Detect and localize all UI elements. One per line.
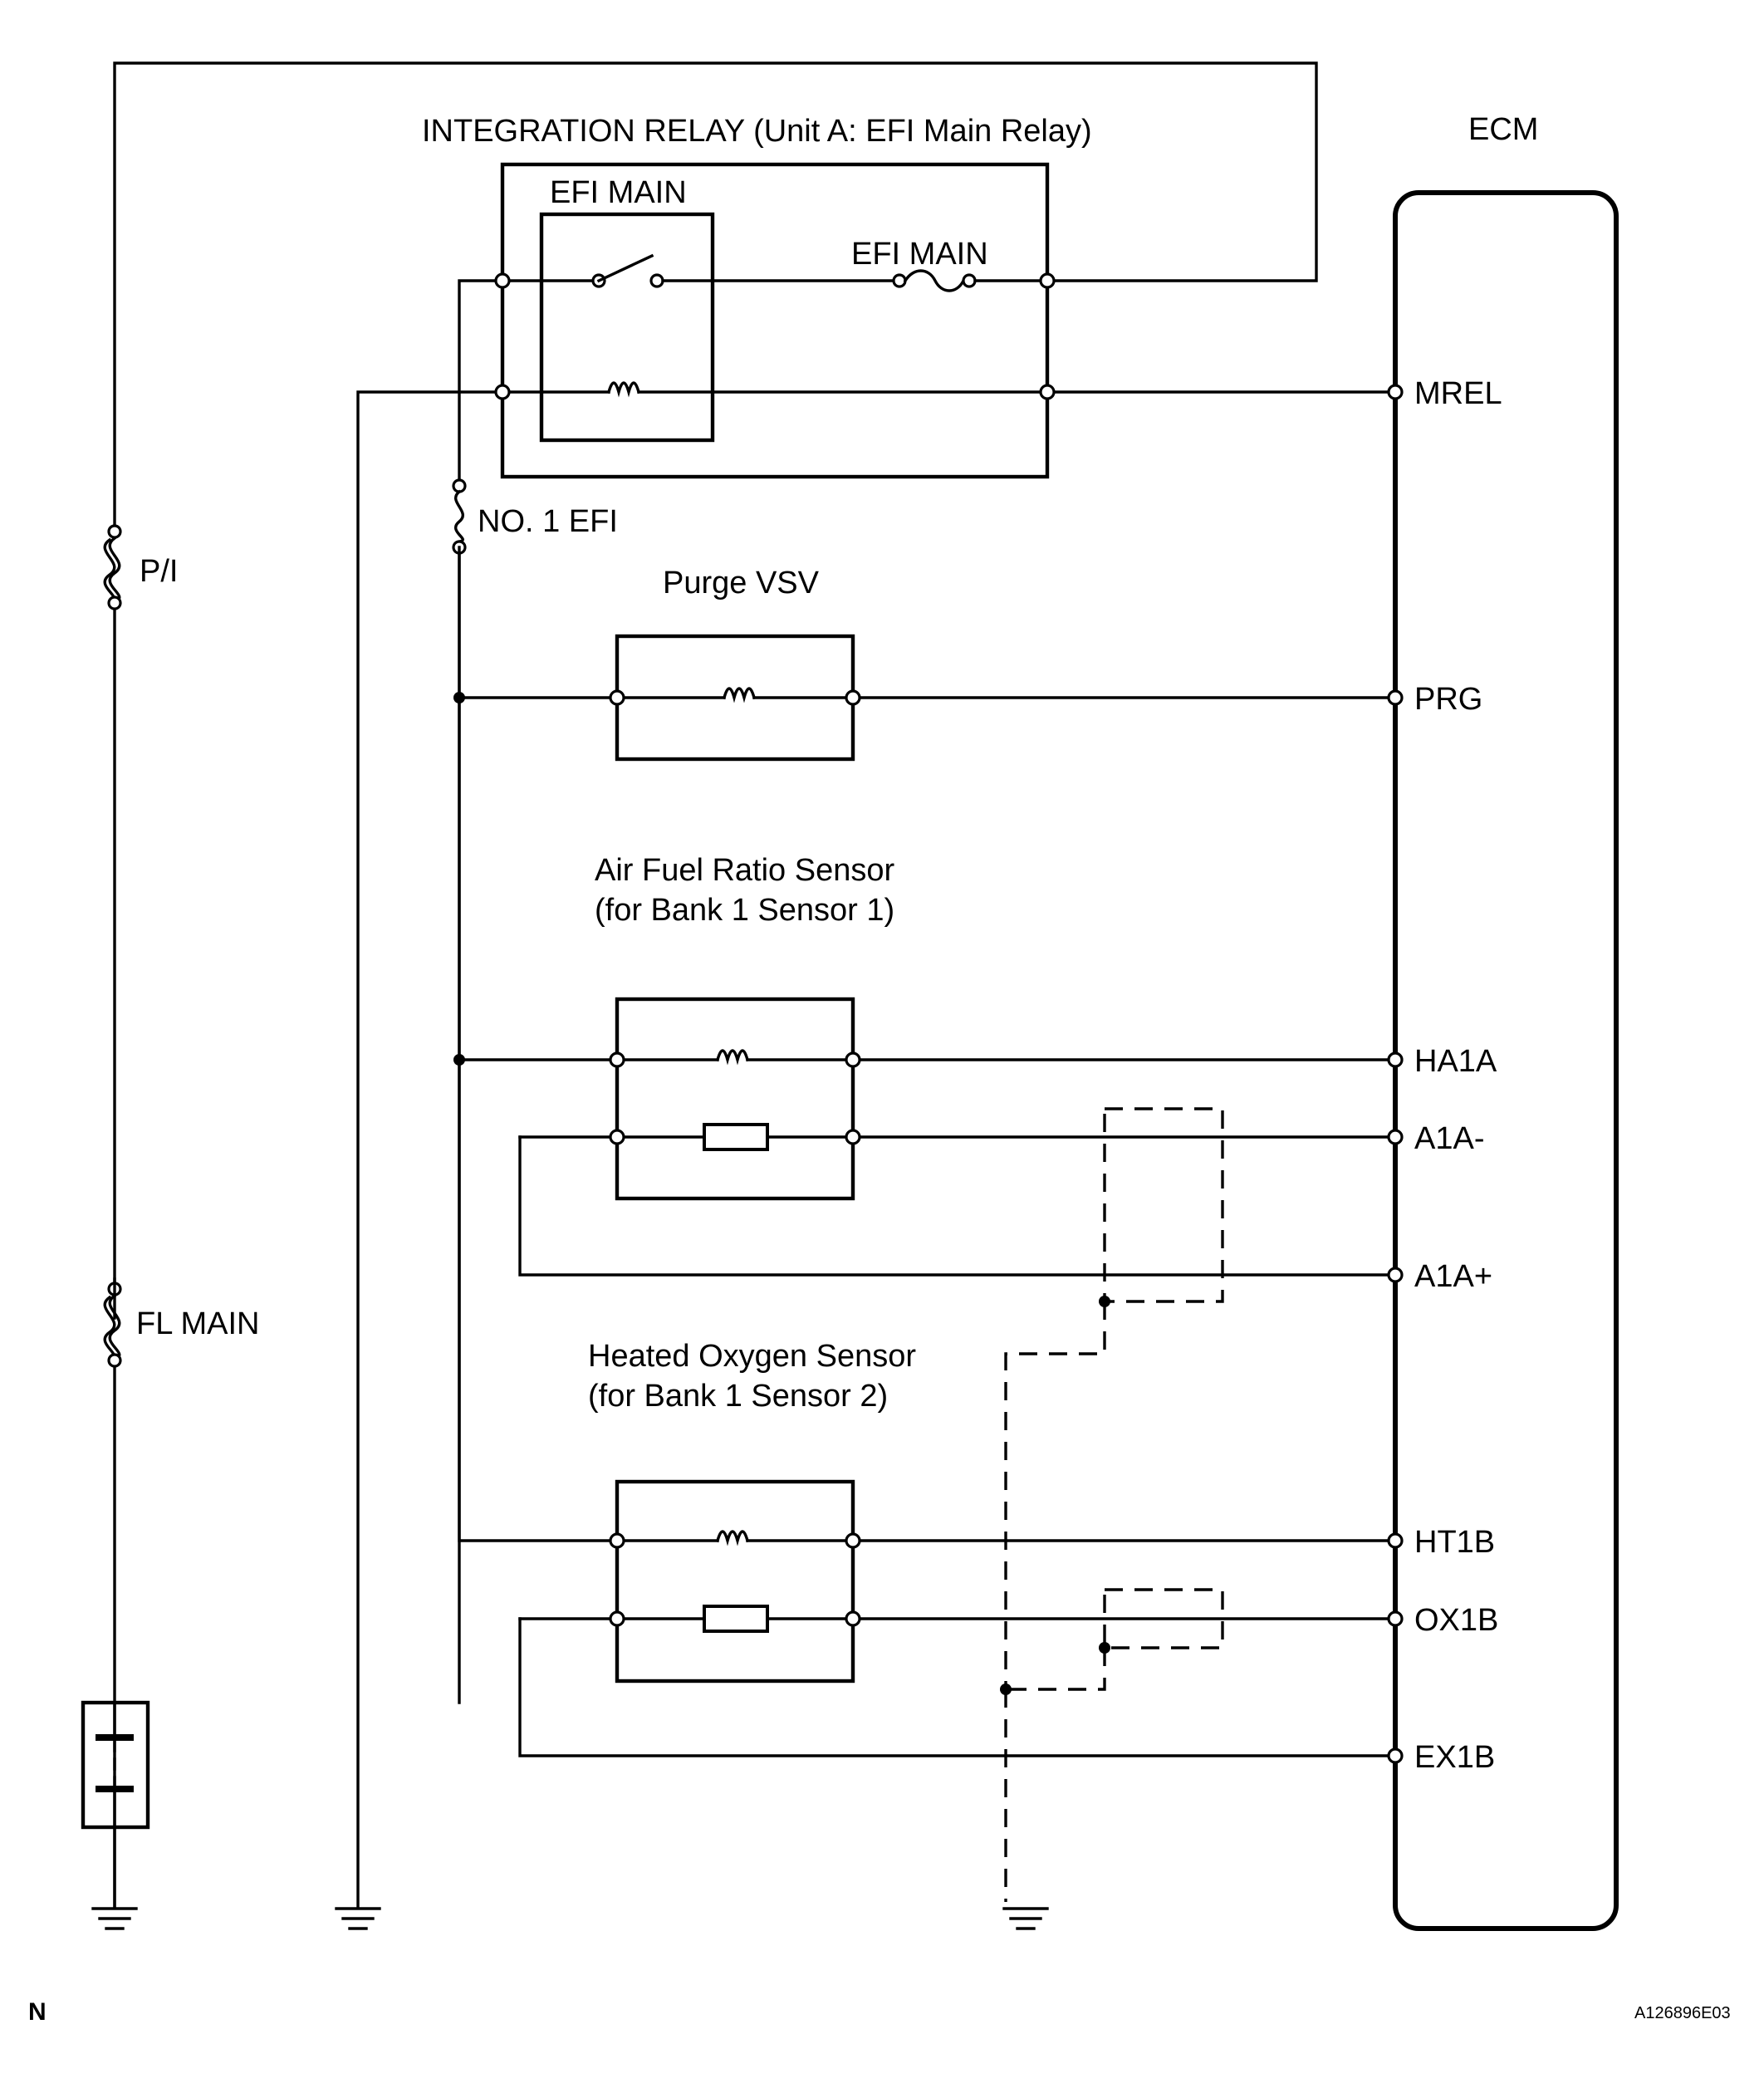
ecm-pin-terminal xyxy=(1387,384,1404,400)
ground-icon xyxy=(335,390,504,1930)
ho2-sensor-element-icon xyxy=(518,1605,1397,1757)
ecm-pin-a1a-minus: A1A- xyxy=(1414,1121,1484,1156)
sensor-terminal xyxy=(845,1610,861,1627)
relay-terminal xyxy=(494,272,511,289)
relay-terminal xyxy=(1039,272,1056,289)
ecm-pin-mrel: MREL xyxy=(1414,376,1502,411)
ecm-pin-a1a-plus: A1A+ xyxy=(1414,1259,1492,1294)
sensor-terminal xyxy=(845,1129,861,1145)
ecm-label: ECM xyxy=(1468,112,1538,147)
figure-code: A126896E03 xyxy=(1634,2004,1731,2022)
ecm-pin-terminal xyxy=(1387,1747,1404,1764)
ho2-shield-icon xyxy=(1000,1588,1224,1902)
ecm-pin-prg: PRG xyxy=(1414,682,1482,717)
no1-efi-fuse-icon xyxy=(452,478,467,555)
sensor-terminal xyxy=(845,689,861,706)
ecm-pins: MREL PRG HA1A A1A- A1A+ HT1B OX1B EX1B xyxy=(1387,376,1502,1775)
sensor-terminal xyxy=(609,1129,625,1145)
ecm-pin-terminal xyxy=(1387,1610,1404,1627)
relay-terminal xyxy=(494,384,511,400)
fl-main-fuse-label: FL MAIN xyxy=(136,1306,260,1341)
ecm-pin-ox1b: OX1B xyxy=(1414,1603,1498,1638)
af-sensor-label: Air Fuel Ratio Sensor xyxy=(595,853,894,888)
sensor-terminal xyxy=(609,1610,625,1627)
ground-icon xyxy=(91,1826,138,1930)
ecm-pin-terminal xyxy=(1387,1129,1404,1145)
ecm-pin-ex1b: EX1B xyxy=(1414,1740,1495,1775)
efi-main-relay-switch-icon xyxy=(458,253,895,1704)
sensor-terminal xyxy=(845,1532,861,1549)
ecm-pin-terminal xyxy=(1387,1051,1404,1068)
af-shield-icon xyxy=(1004,1107,1224,1689)
pi-fuse-label: P/I xyxy=(140,554,178,589)
af-sensor-sublabel: (for Bank 1 Sensor 1) xyxy=(595,893,894,928)
ecm-pin-terminal xyxy=(1387,1532,1404,1549)
pi-fuse-icon xyxy=(103,524,122,610)
ho2-sensor-label: Heated Oxygen Sensor xyxy=(588,1339,916,1374)
integration-relay-label: INTEGRATION RELAY (Unit A: EFI Main Rela… xyxy=(422,114,1092,149)
af-sensor-box xyxy=(615,997,855,1201)
fl-main-fuse-icon xyxy=(103,1282,122,1368)
relay-terminal xyxy=(1039,384,1056,400)
sensor-terminal xyxy=(845,1051,861,1068)
efi-main-fuse-icon xyxy=(892,269,1049,292)
efi-main-relay-coil-icon xyxy=(501,381,1397,398)
efi-main-relay-label: EFI MAIN xyxy=(550,175,687,210)
no1-efi-fuse-label: NO. 1 EFI xyxy=(478,504,618,539)
purge-vsv-label: Purge VSV xyxy=(663,566,820,600)
sensor-terminal xyxy=(609,1532,625,1549)
sensor-terminal xyxy=(609,689,625,706)
ecm-pin-terminal xyxy=(1387,1267,1404,1283)
ecm-pin-terminal xyxy=(1387,689,1404,706)
integration-relay-box xyxy=(500,162,1050,479)
efi-main-fuse-label: EFI MAIN xyxy=(851,237,988,272)
corner-mark: N xyxy=(28,1998,47,2026)
sensor-terminal xyxy=(609,1051,625,1068)
ho2-sensor-box xyxy=(615,1479,855,1684)
ho2-sensor-sublabel: (for Bank 1 Sensor 2) xyxy=(588,1379,888,1414)
ground-icon xyxy=(1002,1907,1049,1930)
ecm-pin-ht1b: HT1B xyxy=(1414,1525,1495,1560)
battery-icon xyxy=(81,1700,150,1830)
af-heater-coil-icon xyxy=(458,1049,1397,1066)
purge-vsv-coil-icon xyxy=(458,687,1397,703)
ecm-pin-ha1a: HA1A xyxy=(1414,1044,1497,1079)
efi-main-relay-box xyxy=(539,212,715,443)
